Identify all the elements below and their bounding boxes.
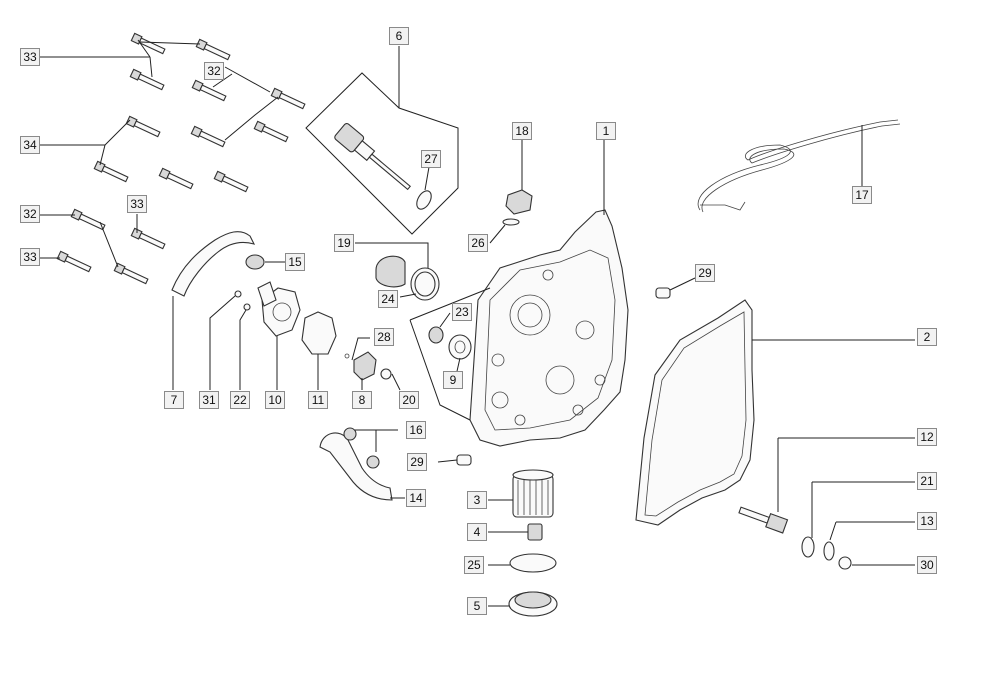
- callout-27: 27: [421, 150, 441, 168]
- callout-33a: 33: [20, 48, 40, 66]
- callout-31: 31: [199, 391, 219, 409]
- callout-30: 30: [917, 556, 937, 574]
- callout-19: 19: [334, 234, 354, 252]
- callout-4: 4: [467, 523, 487, 541]
- callout-1: 1: [596, 122, 616, 140]
- dowel-pins: [437, 277, 696, 466]
- dipstick-group: [305, 46, 459, 235]
- callout-2: 2: [917, 328, 937, 346]
- bolt-group: [40, 32, 306, 285]
- callout-32a: 32: [204, 62, 224, 80]
- callout-11: 11: [308, 391, 328, 409]
- callout-17: 17: [852, 186, 872, 204]
- callout-28: 28: [374, 328, 394, 346]
- callout-13: 13: [917, 512, 937, 530]
- callout-33c: 33: [20, 248, 40, 266]
- callout-7: 7: [164, 391, 184, 409]
- callout-8: 8: [352, 391, 372, 409]
- callout-25: 25: [464, 556, 484, 574]
- callout-3: 3: [467, 491, 487, 509]
- callout-21: 21: [917, 472, 937, 490]
- shaft-and-washers: [738, 437, 915, 570]
- callout-9: 9: [443, 371, 463, 389]
- seal-group: [355, 242, 440, 301]
- callout-18: 18: [512, 122, 532, 140]
- callout-10: 10: [265, 391, 285, 409]
- callout-29b: 29: [407, 453, 427, 471]
- sensor-group: [344, 337, 401, 391]
- callout-15: 15: [285, 253, 305, 271]
- lower-hose-group: [319, 427, 405, 501]
- callout-29a: 29: [695, 264, 715, 282]
- callout-6: 6: [389, 27, 409, 45]
- coolant-hose-group: [171, 231, 337, 390]
- oil-filter-group: [488, 469, 558, 617]
- callout-33b: 33: [127, 195, 147, 213]
- callout-22: 22: [230, 391, 250, 409]
- filler-plug-group: [489, 140, 533, 244]
- callout-20: 20: [399, 391, 419, 409]
- callout-23: 23: [452, 303, 472, 321]
- callout-12: 12: [917, 428, 937, 446]
- cover-gasket: [635, 299, 915, 526]
- wiring-harness: [697, 119, 901, 213]
- callout-24: 24: [378, 290, 398, 308]
- callout-26: 26: [468, 234, 488, 252]
- crankcase-cover: [469, 140, 629, 447]
- callout-16: 16: [406, 421, 426, 439]
- callout-34: 34: [20, 136, 40, 154]
- callout-14: 14: [406, 489, 426, 507]
- callout-32b: 32: [20, 205, 40, 223]
- callout-5: 5: [467, 597, 487, 615]
